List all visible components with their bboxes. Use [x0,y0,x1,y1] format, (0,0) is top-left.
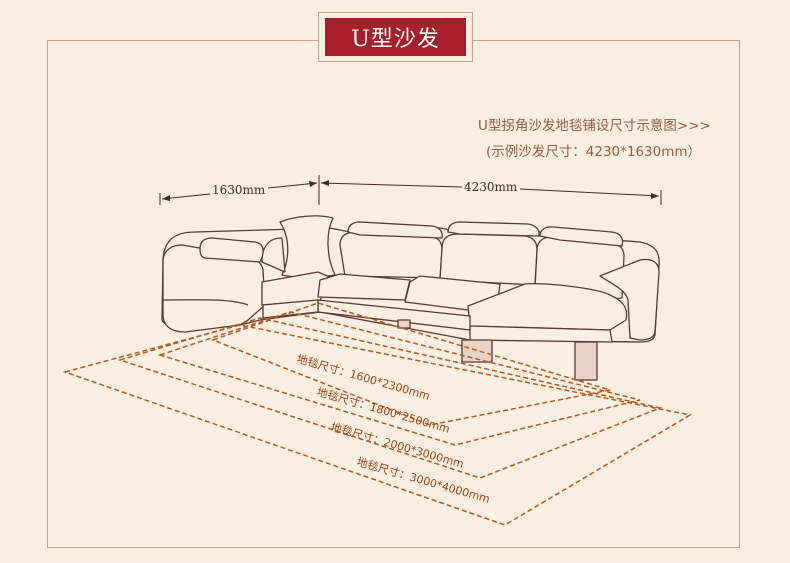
dim-left-label: 1630mm [212,183,266,197]
page-title: U型沙发 [325,18,466,56]
diagram-caption: U型拐角沙发地毯铺设尺寸示意图>>> [478,118,711,134]
dim-right-label: 4230mm [464,180,518,194]
rug-outline-3000x4000 [62,324,693,526]
sofa-illustration [161,215,660,381]
title-banner: U型沙发 [318,12,473,62]
rug-outlines [62,302,693,526]
sample-size-note: (示例沙发尺寸：4230*1630mm） [486,144,702,160]
rug-outline-1600x2300 [210,302,611,426]
